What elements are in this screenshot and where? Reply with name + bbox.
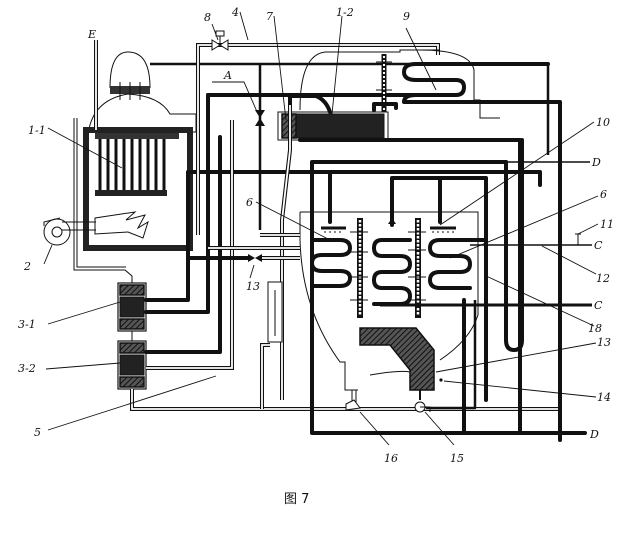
generator-unit (43, 51, 197, 283)
valve-A-icon (255, 110, 265, 126)
heat-exchanger-3-2 (117, 340, 147, 390)
generator-shell (83, 127, 193, 251)
line-D-bottom (310, 393, 587, 435)
label-1-1: 1-1 (28, 124, 46, 137)
pump-15-icon (414, 401, 431, 413)
label-16: 16 (384, 452, 398, 465)
label-7: 7 (266, 10, 273, 23)
label-8: 8 (204, 11, 211, 24)
blower-fan (43, 218, 71, 246)
label-D-top: D (591, 156, 601, 169)
label-15: 15 (450, 452, 464, 465)
leader-lines (43, 11, 599, 446)
level-gauge (267, 281, 283, 343)
label-11: 11 (600, 218, 614, 231)
label-14: 14 (597, 391, 611, 404)
beaded-column-right (408, 218, 426, 318)
burner-flame-icon (94, 211, 149, 239)
label-6-right: 6 (600, 188, 607, 201)
valve-8-icon (211, 30, 229, 51)
label-4: 4 (231, 6, 239, 19)
sprayer-left (321, 226, 346, 233)
heat-exchanger-3-1 (117, 282, 147, 332)
label-A: A (223, 69, 232, 82)
label-1-2: 1-2 (336, 6, 354, 19)
label-9: 9 (403, 10, 410, 23)
condenser-coil-9 (402, 62, 562, 442)
label-6-left: 6 (246, 196, 253, 209)
label-12: 12 (596, 272, 610, 285)
valve-16-icon (345, 399, 361, 411)
valve-13-icon (248, 254, 262, 262)
label-C-top: C (594, 239, 603, 252)
label-13-valve: 13 (246, 280, 260, 293)
coil-right (428, 238, 488, 290)
absorber-1-2 (277, 111, 389, 141)
label-2: 2 (23, 260, 31, 273)
label-10: 10 (596, 116, 610, 129)
label-3-1: 3-1 (18, 318, 36, 331)
u-tube (504, 138, 524, 352)
label-C-bottom: C (594, 299, 603, 312)
sprayer-right (430, 226, 456, 233)
collector-13 (359, 327, 435, 391)
sprayer-mid (388, 218, 396, 224)
generator-dome (109, 51, 151, 89)
label-18: 18 (588, 322, 602, 335)
generator-casing (73, 118, 133, 283)
label-3-2: 3-2 (18, 362, 36, 375)
beaded-column-left (350, 218, 368, 318)
figure-caption: 图 7 (284, 492, 309, 507)
component-11-icon (575, 233, 581, 245)
label-5: 5 (34, 426, 41, 439)
fire-tubes (95, 133, 179, 196)
evaporator-vessel (299, 211, 479, 391)
coil-left (310, 238, 352, 288)
label-13-collector: 13 (597, 336, 611, 349)
label-E: E (87, 28, 96, 41)
label-D-bottom: D (589, 428, 599, 441)
coil-middle (372, 238, 412, 306)
